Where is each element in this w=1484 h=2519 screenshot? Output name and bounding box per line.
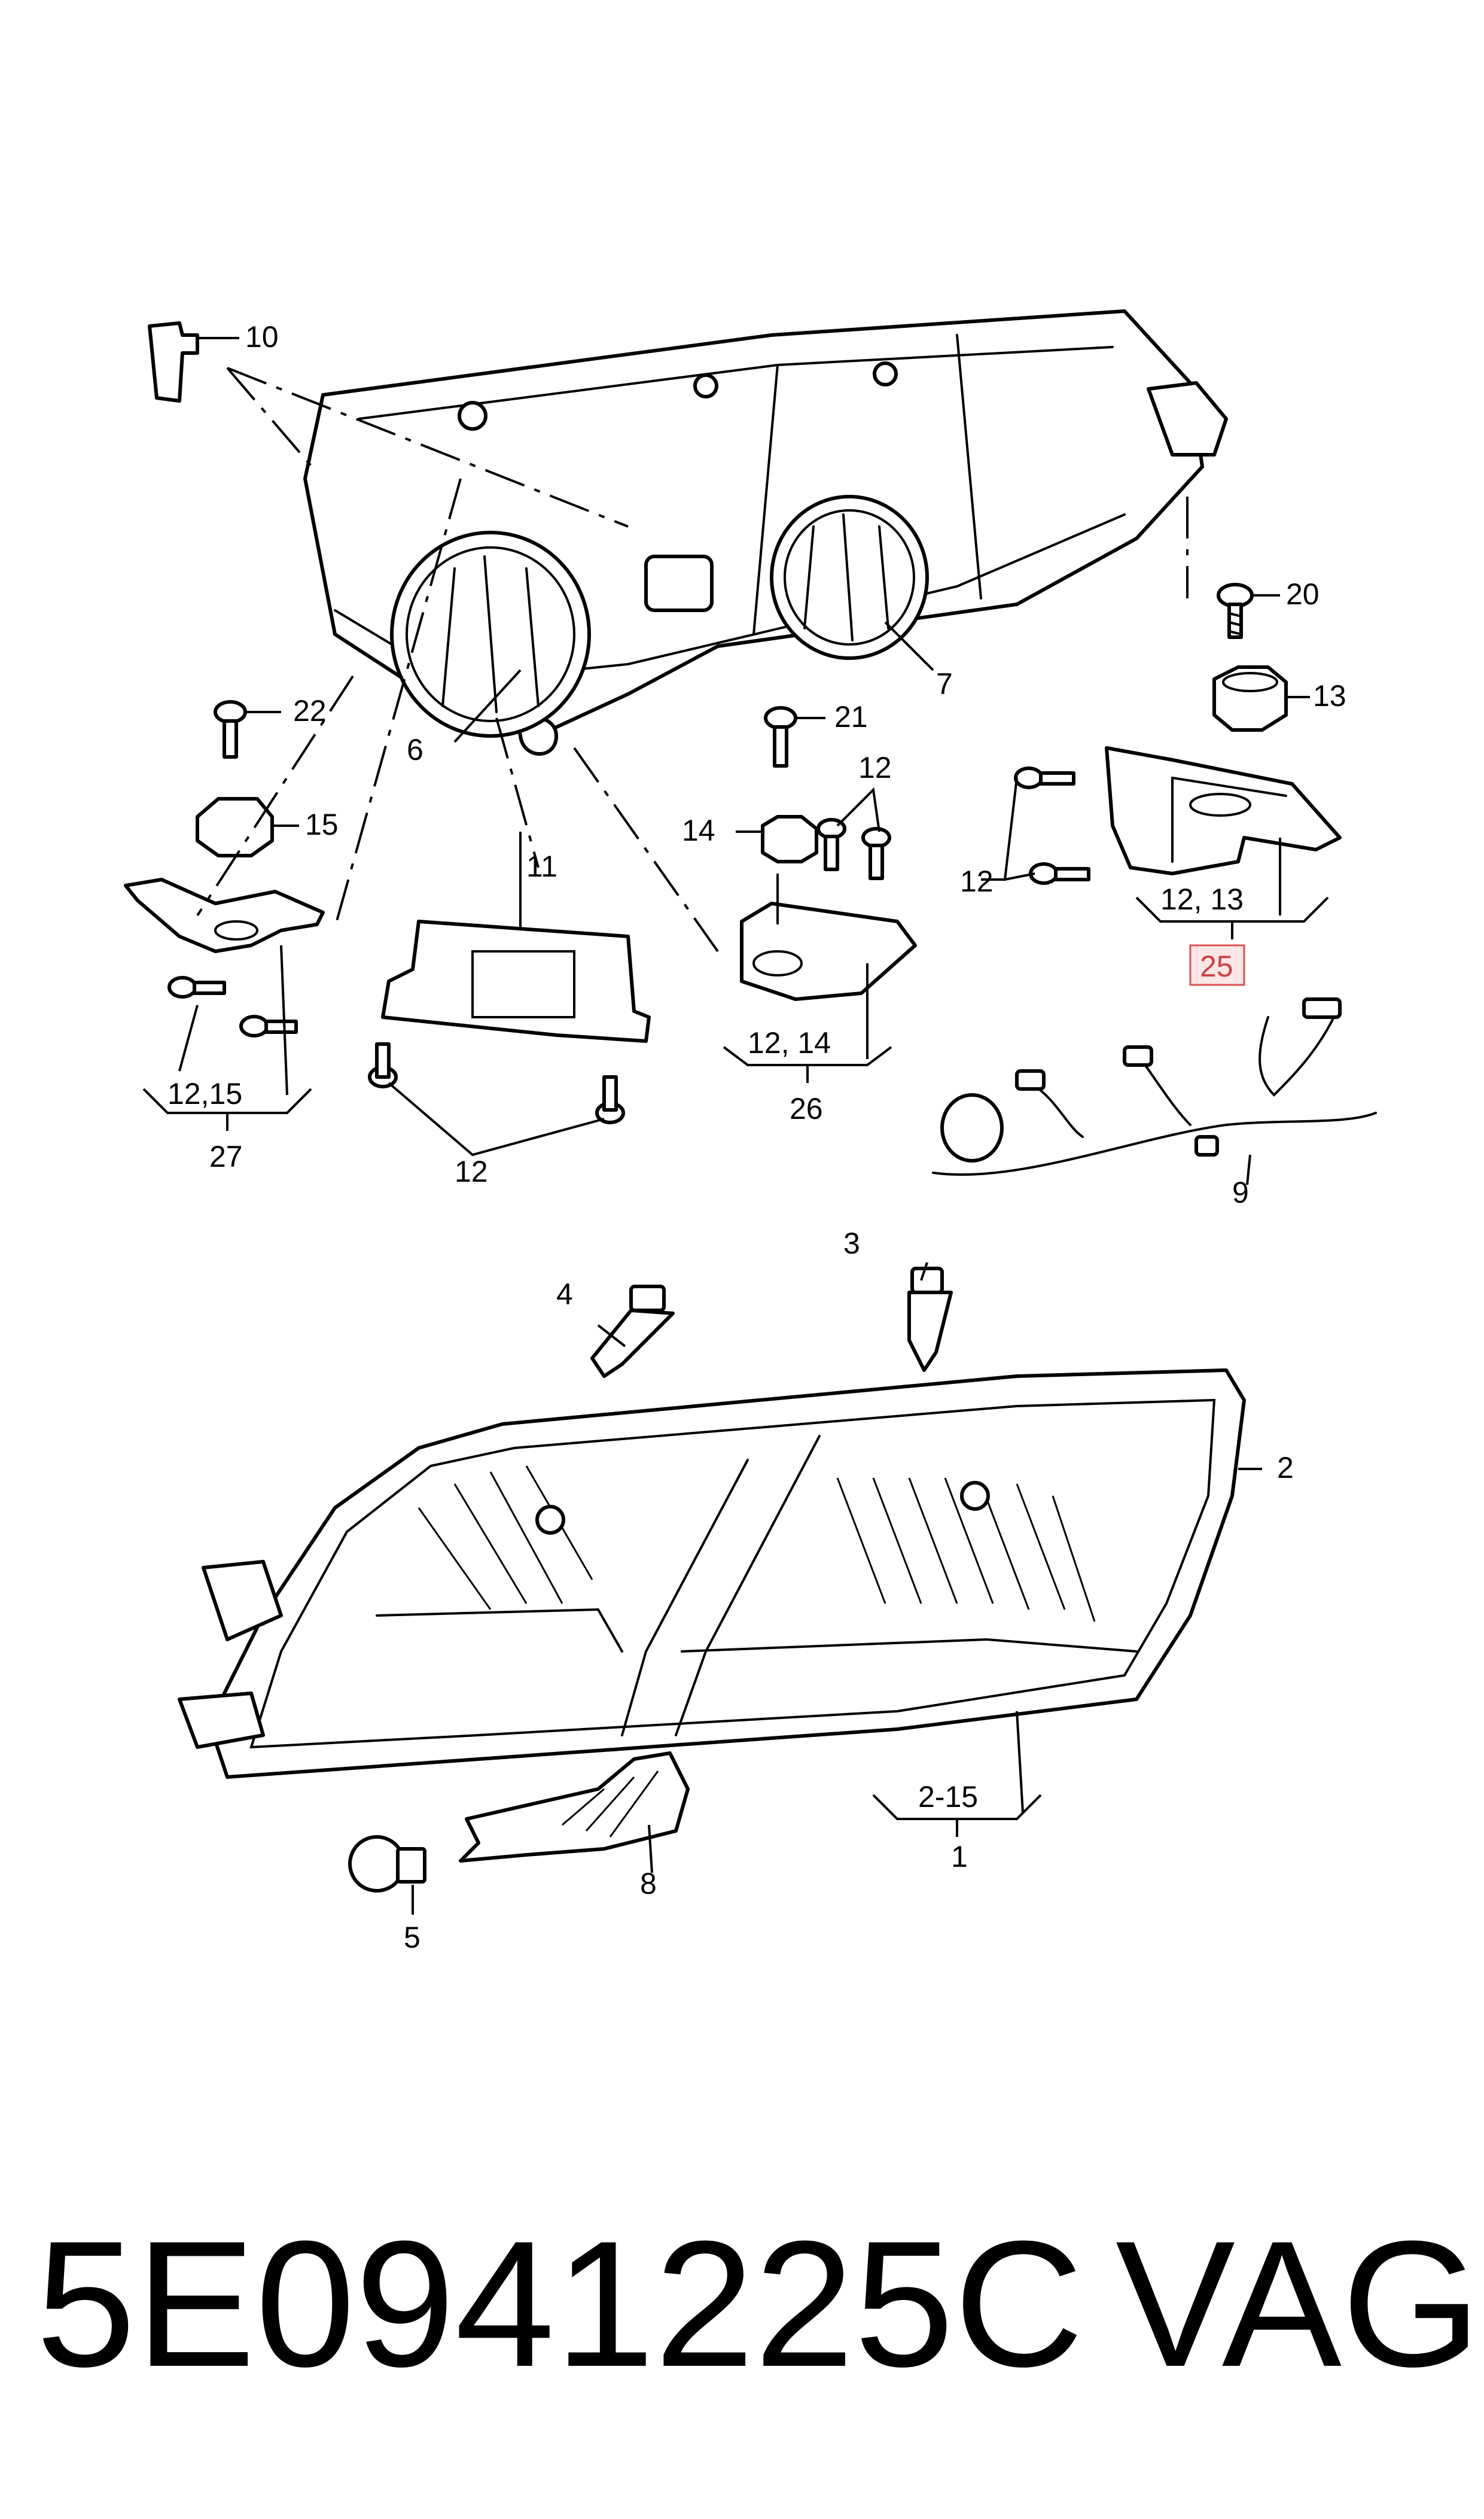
label-22: 22 [293, 694, 327, 728]
label-25: 25 [1200, 950, 1233, 983]
label-10: 10 [245, 320, 279, 354]
label-group-12-14: 12, 14 [748, 1026, 831, 1060]
bulb-h7 [907, 1267, 953, 1372]
label-12-right: 12 [960, 865, 994, 898]
label-group-12-15: 12,15 [167, 1077, 242, 1111]
part-number: 5E0941225C [36, 2203, 1084, 2404]
label-12-middle: 12 [858, 751, 892, 784]
highlight-box-25 [1189, 944, 1245, 986]
label-4: 4 [556, 1277, 573, 1311]
screws-12-left [167, 976, 298, 1038]
retaining-clip [148, 321, 199, 403]
label-14: 14 [682, 814, 715, 847]
label-27: 27 [209, 1140, 243, 1173]
label-12-bottom: 12 [455, 1155, 488, 1188]
label-group-12-13: 12, 13 [1160, 883, 1244, 916]
control-unit [368, 920, 651, 1124]
label-5: 5 [404, 1921, 420, 1954]
mounting-bracket-left [124, 878, 325, 953]
screw-20 [1217, 583, 1254, 639]
label-13: 13 [1313, 679, 1346, 713]
screws-12-right [1014, 766, 1090, 885]
mounting-bracket-right [1105, 746, 1342, 875]
label-11: 11 [526, 850, 557, 883]
wiring-harness [932, 997, 1377, 1176]
label-6: 6 [407, 733, 423, 766]
headlight-assembly-front [178, 1368, 1246, 1779]
label-3: 3 [843, 1227, 860, 1260]
bulb-h7-second [590, 1285, 675, 1378]
label-7: 7 [936, 667, 953, 701]
label-2: 2 [1277, 1451, 1294, 1484]
label-21: 21 [834, 700, 868, 734]
screw-22-and-nut-15 [196, 700, 274, 857]
leader-lines [142, 337, 1329, 1915]
nut-13 [1212, 665, 1288, 732]
label-9: 9 [1232, 1176, 1249, 1209]
mounting-bracket-middle [740, 902, 917, 1001]
label-26: 26 [790, 1092, 823, 1125]
round-seal-high-beam [770, 495, 929, 660]
label-20: 20 [1286, 577, 1320, 611]
label-1: 1 [951, 1840, 968, 1873]
label-group-2-15: 2-15 [918, 1780, 978, 1814]
brand-label: VAG [1116, 2203, 1482, 2404]
label-15: 15 [305, 808, 339, 841]
cover-cap [459, 1751, 690, 1863]
assembly-lines [196, 367, 1189, 953]
callout-labels: 10 20 13 7 6 22 21 12 15 14 12 11 12, 13… [167, 320, 1346, 1954]
label-8: 8 [640, 1867, 657, 1900]
side-marker-bulb [348, 1835, 426, 1893]
round-seal-low-beam [390, 531, 591, 738]
